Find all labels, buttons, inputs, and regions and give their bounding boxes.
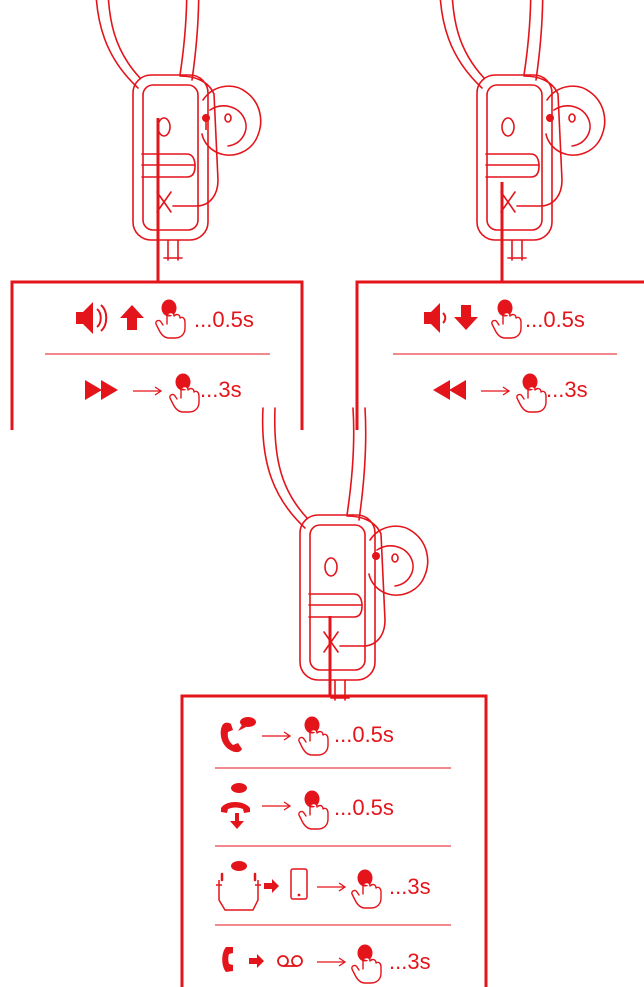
arrow-right-icon: [264, 879, 279, 893]
long-arrow-right-icon: [316, 957, 346, 967]
speaker-loud-icon: [76, 302, 108, 334]
long-arrow-right-icon: [261, 731, 291, 741]
earphone-illustration: [94, 0, 262, 261]
panel-frame: [10, 280, 304, 430]
finger-press-icon: [169, 373, 200, 413]
finger-press-icon: [351, 869, 382, 909]
long-arrow-right-icon: [316, 882, 346, 892]
arrow-right-icon: [249, 954, 264, 968]
earphone-illustration: [438, 0, 606, 261]
earphone-illustration: [261, 407, 429, 701]
handset-icon: [222, 947, 233, 972]
press-duration-label: ...3s: [389, 949, 431, 974]
arrow-up-icon: [120, 305, 144, 330]
voicemail-icon: [277, 955, 303, 967]
fast-forward-icon: [85, 380, 118, 400]
long-arrow-right-icon: [480, 386, 510, 396]
phone-icon: [290, 868, 308, 900]
panel-frame: [355, 280, 644, 430]
hang-up-icon: [221, 783, 250, 829]
long-arrow-right-icon: [261, 801, 291, 811]
finger-press-icon: [491, 299, 522, 339]
panel-frame: [180, 694, 488, 987]
press-duration-label: ...0.5s: [334, 722, 394, 747]
press-duration-label: ...0.5s: [525, 307, 585, 332]
press-duration-label: ...0.5s: [334, 795, 394, 820]
incoming-call-icon: [220, 717, 256, 753]
speaker-quiet-icon: [424, 303, 447, 333]
finger-press-icon: [298, 790, 329, 830]
earphones-icon: [216, 861, 261, 911]
finger-press-icon: [155, 299, 186, 339]
press-duration-label: ...3s: [389, 874, 431, 899]
press-duration-label: ...3s: [200, 377, 242, 402]
press-duration-label: ...0.5s: [194, 307, 254, 332]
finger-press-icon: [298, 716, 329, 756]
finger-press-icon: [516, 373, 547, 413]
arrow-down-icon: [454, 305, 478, 330]
rewind-icon: [433, 380, 466, 400]
press-duration-label: ...3s: [546, 377, 588, 402]
long-arrow-right-icon: [132, 386, 162, 396]
finger-press-icon: [351, 944, 382, 984]
